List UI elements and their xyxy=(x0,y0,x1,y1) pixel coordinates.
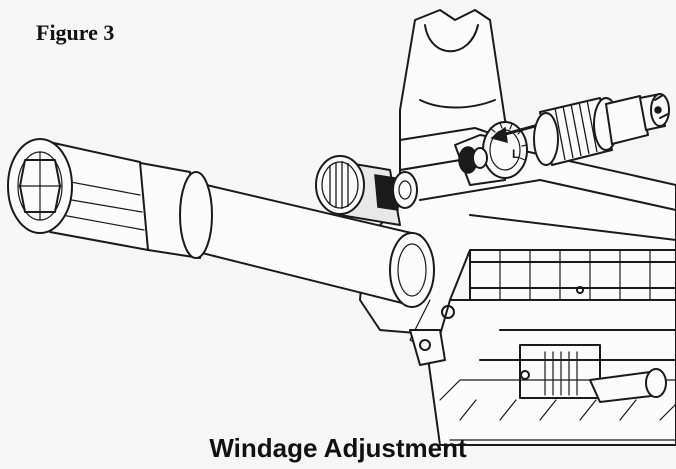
figure-caption: Windage Adjustment xyxy=(209,433,467,463)
direction-arrow-icon xyxy=(490,124,537,144)
flash-hider-icon xyxy=(7,138,213,259)
handguard-rail-icon xyxy=(419,220,676,446)
barrel-icon xyxy=(184,179,435,308)
windage-drum-icon xyxy=(454,121,528,186)
figure-label: Figure 3 xyxy=(36,20,115,45)
drum-marking: L xyxy=(512,147,519,161)
windage-knob-icon xyxy=(315,155,418,226)
adjustment-tool-icon xyxy=(533,93,670,166)
